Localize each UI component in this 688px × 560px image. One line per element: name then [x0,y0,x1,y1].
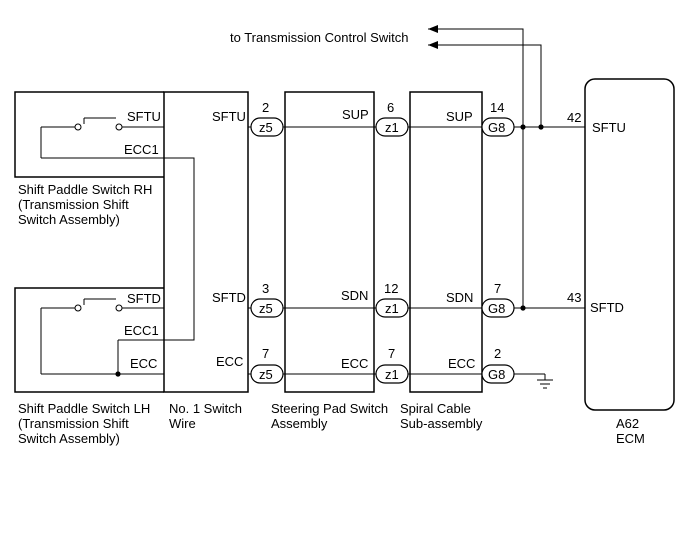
connector-g8-bot-pin: 2 [494,346,501,361]
connector-g8-top: G8 14 [481,100,515,137]
connector-z1-top: z1 6 [375,100,409,137]
lh-label-2: (Transmission Shift [18,416,129,431]
switch-wire-label-1: No. 1 Switch [169,401,242,416]
lh-pin-ecc: ECC [130,356,157,371]
shift-paddle-switch-rh: SFTU ECC1 [14,91,164,178]
connector-g8-bot: G8 2 [481,346,515,384]
connector-g8-mid: G8 7 [481,281,515,318]
connector-g8-bot-name: G8 [488,367,505,382]
arrow-upper [428,25,524,125]
ecm-pin-sftu: SFTU [592,120,626,135]
sw-pin-sftd: SFTD [212,290,246,305]
rh-label-2: (Transmission Shift [18,197,129,212]
connector-z1-mid: z1 12 [375,281,409,318]
lh-label-3: Switch Assembly) [18,431,120,446]
switch-wire-label-2: Wire [169,416,196,431]
connector-g8-mid-name: G8 [488,301,505,316]
connector-z1-bot-pin: 7 [388,346,395,361]
spiral-cable: SUP SDN ECC [409,91,483,393]
connector-z5-mid: z5 3 [250,281,284,318]
rh-label-3: Switch Assembly) [18,212,120,227]
connector-z5-top: z5 2 [250,100,284,137]
rh-switch-contact [40,117,164,159]
connector-g8-top-name: G8 [488,120,505,135]
rh-pin-sftu: SFTU [127,109,161,124]
rh-label-1: Shift Paddle Switch RH [18,182,152,197]
ecm-label-2: ECM [616,431,645,446]
no1-switch-wire: SFTU SFTD ECC [163,91,249,393]
connector-g8-top-pin: 14 [490,100,504,115]
connector-z5-bot: z5 7 [250,346,284,384]
sw-pin-sftu: SFTU [212,109,246,124]
connector-z5-bot-name: z5 [259,367,273,382]
ecm-label-1: A62 [616,416,639,431]
ground-icon [537,379,553,389]
connector-z5-mid-name: z5 [259,301,273,316]
sc-pin-sup: SUP [446,109,473,124]
steering-pad-label-2: Assembly [271,416,328,431]
sp-pin-sup: SUP [342,107,369,122]
sp-pin-ecc: ECC [341,356,368,371]
sp-pin-sdn: SDN [341,288,368,303]
connector-z1-bot: z1 7 [375,346,409,384]
spiral-cable-label-2: Sub-assembly [400,416,483,431]
steering-pad-label-1: Steering Pad Switch [271,401,388,416]
connector-z5-bot-pin: 7 [262,346,269,361]
spiral-cable-label-1: Spiral Cable [400,401,471,416]
lh-label-1: Shift Paddle Switch LH [18,401,150,416]
sc-pin-sdn: SDN [446,290,473,305]
sw-pin-ecc: ECC [216,354,243,369]
connector-z5-top-pin: 2 [262,100,269,115]
connector-z1-top-pin: 6 [387,100,394,115]
connector-g8-mid-pin: 7 [494,281,501,296]
rh-pin-ecc1: ECC1 [124,142,159,157]
connector-z1-mid-name: z1 [385,301,399,316]
steering-pad-switch: SUP SDN ECC [284,91,375,393]
connector-z1-top-name: z1 [385,120,399,135]
ecm-pin-42: 42 [567,110,581,125]
connector-z5-top-name: z5 [259,120,273,135]
connector-z5-mid-pin: 3 [262,281,269,296]
connector-z1-bot-name: z1 [385,367,399,382]
ecm-pin-43: 43 [567,290,581,305]
lh-switch-contact [40,298,164,377]
sc-pin-ecc: ECC [448,356,475,371]
connector-z1-mid-pin: 12 [384,281,398,296]
wire-sftu [248,124,585,130]
shift-paddle-switch-lh: SFTD ECC1 ECC [14,287,164,393]
wire-sftd [248,125,585,311]
lh-pin-sftd: SFTD [127,291,161,306]
top-label: to Transmission Control Switch [230,30,408,45]
ecm-pin-sftd: SFTD [590,300,624,315]
ecm: SFTU SFTD [584,78,675,411]
lh-pin-ecc1: ECC1 [124,323,159,338]
arrow-lower [428,41,542,125]
